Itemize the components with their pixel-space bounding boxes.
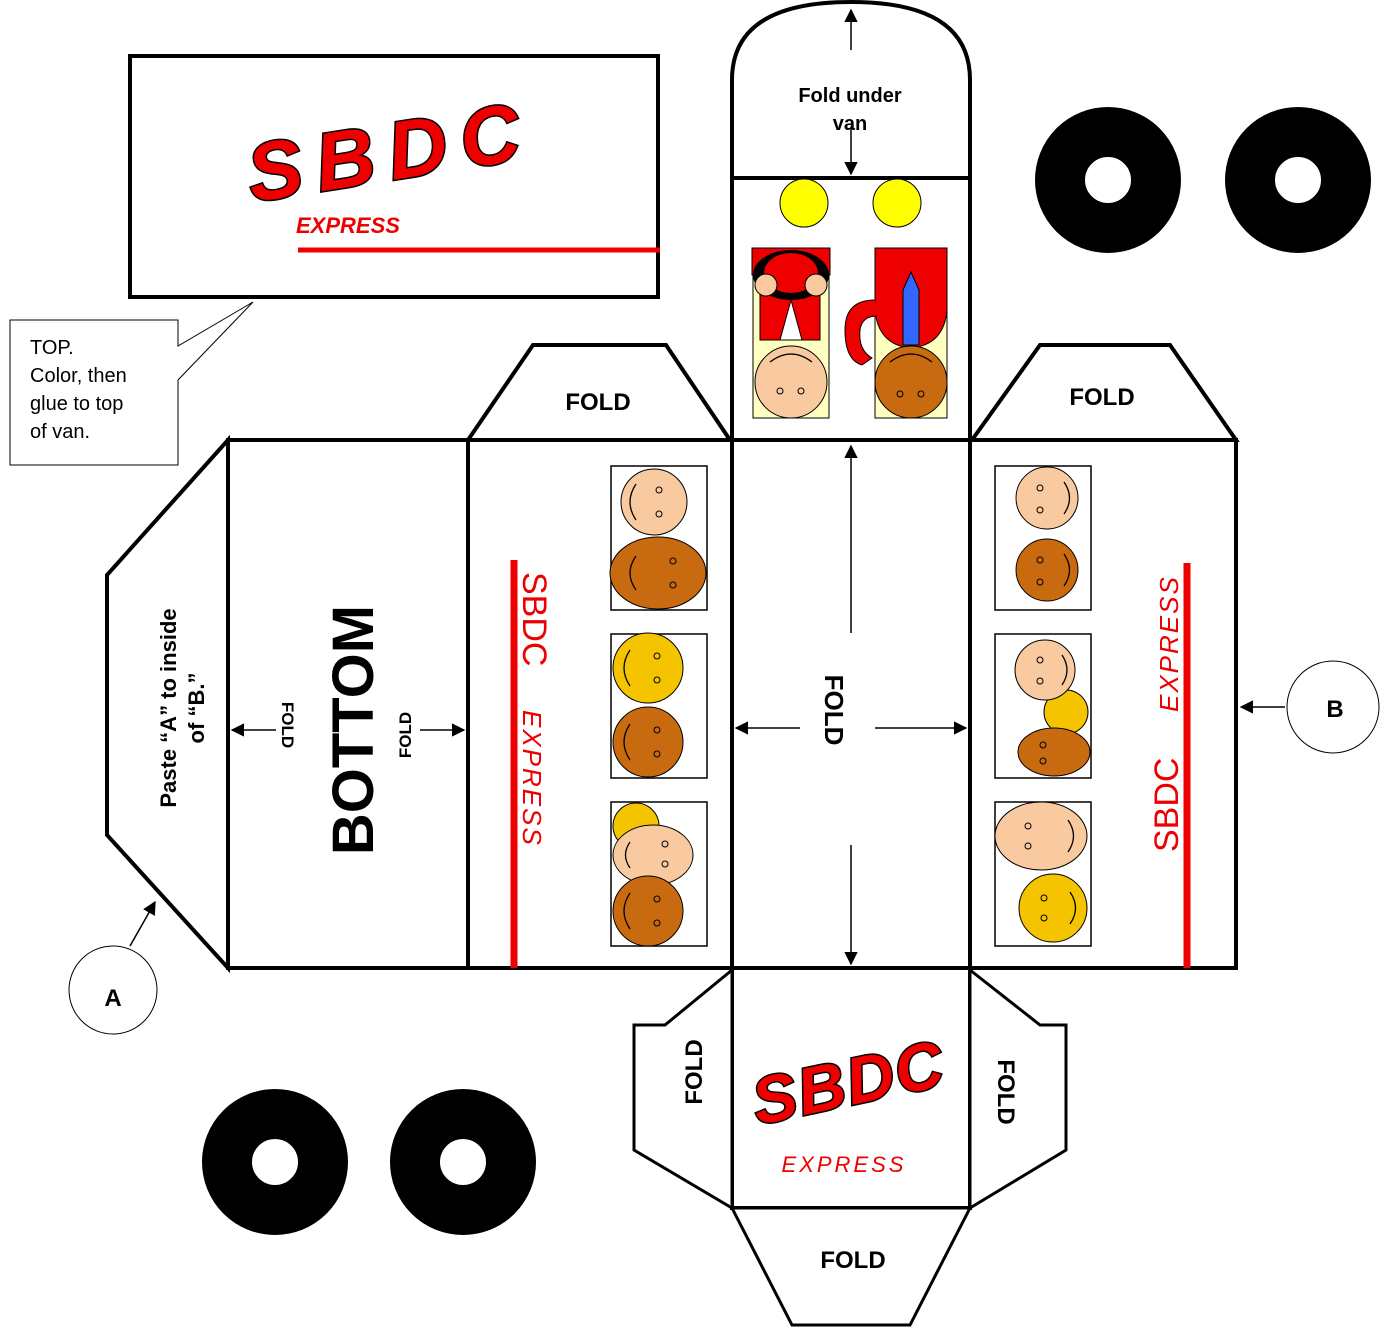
paste-tab-a: Paste “A” to inside of “B.” bbox=[105, 434, 230, 974]
window-passengers bbox=[609, 465, 708, 611]
fold-tab-top-left: FOLD bbox=[464, 343, 734, 442]
side-right-tagline: EXPRESS bbox=[1154, 575, 1184, 712]
sun-icon bbox=[872, 178, 922, 228]
sun-icon bbox=[779, 178, 829, 228]
bottom-panel: BOTTOM FOLD FOLD bbox=[226, 438, 470, 970]
marker-a-label: A bbox=[104, 985, 121, 1012]
marker-b-label: B bbox=[1326, 696, 1343, 723]
fold-label: FOLD bbox=[278, 702, 297, 748]
top-roof-panel: SBDC EXPRESS bbox=[128, 54, 660, 299]
fold-label: FOLD bbox=[1069, 384, 1134, 411]
fold-label: FOLD bbox=[396, 712, 415, 758]
fold-tab-back-right: FOLD bbox=[968, 966, 1068, 1211]
window-passengers bbox=[610, 801, 708, 947]
top-express-label: EXPRESS bbox=[296, 213, 400, 238]
wheel bbox=[1035, 107, 1181, 253]
driver-figure bbox=[751, 247, 831, 419]
fold-label: FOLD bbox=[565, 389, 630, 416]
side-left-brand: SBDC bbox=[515, 572, 553, 666]
wheel bbox=[202, 1089, 348, 1235]
front-windshield-panel bbox=[730, 176, 972, 442]
wheel bbox=[390, 1089, 536, 1235]
window-passengers bbox=[994, 801, 1092, 947]
side-right-brand: SBDC bbox=[1148, 758, 1186, 852]
callout-line-1: TOP. bbox=[30, 337, 74, 359]
fold-tab-top-right: FOLD bbox=[968, 343, 1240, 442]
callout-line-2: Color, then bbox=[30, 365, 127, 387]
fold-tab-back-left: FOLD bbox=[632, 966, 734, 1211]
callout-line-4: of van. bbox=[30, 421, 90, 443]
window-passengers bbox=[994, 465, 1092, 611]
fold-label: FOLD bbox=[820, 1247, 885, 1274]
fold-under-line-2: van bbox=[833, 113, 867, 135]
top-callout-note: TOP. Color, then glue to top of van. bbox=[9, 301, 254, 466]
window-passengers bbox=[610, 632, 708, 779]
fold-label: FOLD bbox=[819, 675, 849, 746]
paste-line-1: Paste “A” to inside bbox=[156, 608, 181, 807]
center-panel: FOLD bbox=[730, 438, 972, 970]
wheel bbox=[1225, 107, 1371, 253]
paste-line-2: of “B.” bbox=[184, 673, 209, 744]
passenger-figure bbox=[844, 247, 948, 419]
front-fold-under-tab: Fold under van bbox=[730, 0, 972, 178]
back-express-label: EXPRESS bbox=[782, 1152, 907, 1177]
marker-b: B bbox=[1239, 660, 1380, 754]
fold-label: FOLD bbox=[992, 1059, 1019, 1124]
fold-label: FOLD bbox=[681, 1039, 708, 1104]
right-side-panel: SBDC EXPRESS bbox=[968, 438, 1238, 970]
fold-under-line-1: Fold under bbox=[798, 85, 902, 107]
marker-a: A bbox=[68, 900, 158, 1035]
back-panel: SBDC EXPRESS bbox=[730, 966, 972, 1210]
fold-tab-back-bottom: FOLD bbox=[729, 1206, 973, 1327]
side-left-tagline: EXPRESS bbox=[517, 710, 547, 847]
left-side-panel: SBDC EXPRESS bbox=[466, 438, 734, 970]
window-passengers bbox=[994, 633, 1092, 779]
callout-line-3: glue to top bbox=[30, 393, 123, 415]
bottom-label: BOTTOM bbox=[321, 605, 386, 855]
